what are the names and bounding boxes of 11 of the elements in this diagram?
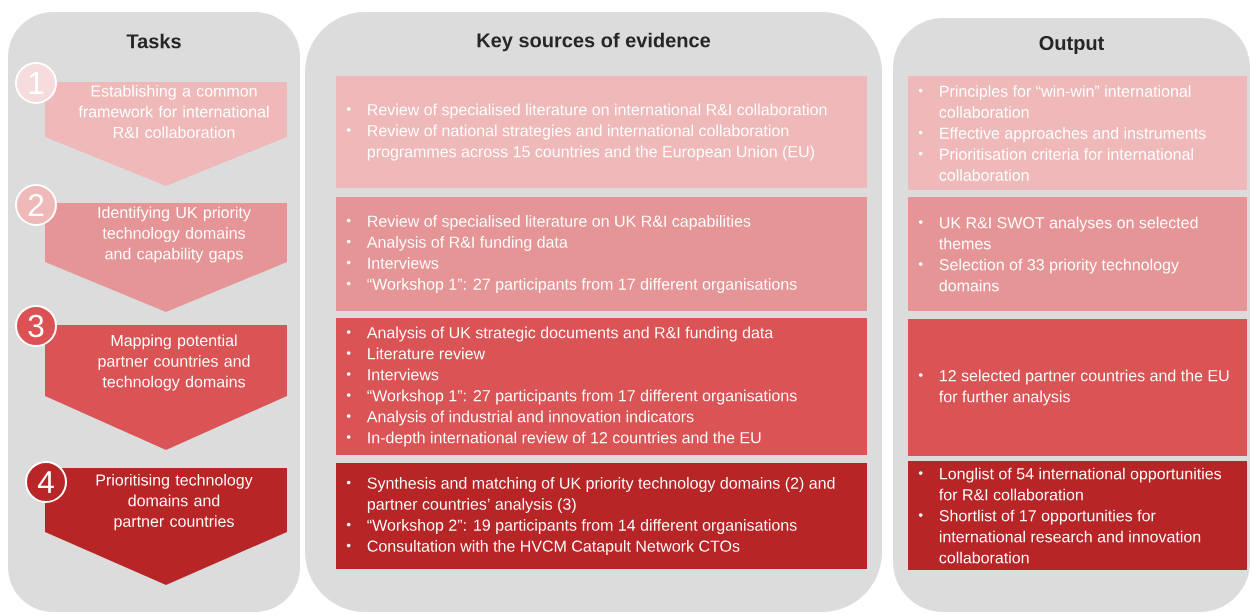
evidence-box: UK R&I SWOT analyses on selected themes Selection of 33 priority technology domains: [908, 197, 1247, 311]
chevron: Establishing a common framework for international R&I collaboration: [45, 82, 287, 186]
chevron: Identifying UK priority technology domains and capability gaps: [45, 203, 287, 312]
evidence-box: Analysis of UK strategic documents and R&I funding data Literature review Interviews “Workshop 1”: 27 participants from 17 different organisations Analysis of industrial and innovation indicators In-depth international review of 12 countries and the EU: [336, 318, 867, 455]
evidence-box: Review of specialised literature on UK R&I capabilities Analysis of R&I funding data Interviews “Workshop 1”: 27 participants from 17 different organisations: [336, 197, 867, 311]
evidence-box: Principles for “win-win” international collaboration Effective approaches and instruments Prioritisation criteria for international collaboration: [908, 76, 1247, 190]
evidence-box: Longlist of 54 international opportunities for R&I collaboration Shortlist of 17 opportunities for international research and innovation collaboration: [908, 461, 1247, 570]
chevron: Mapping potential partner countries and technology domains: [45, 325, 287, 450]
evidence-box: 12 selected partner countries and the EU for further analysis: [908, 319, 1247, 456]
evidence-box: Review of specialised literature on international R&I collaboration Review of national strategies and international collaboration programmes across 15 countries and the European Union (EU): [336, 76, 867, 188]
evidence-box: Synthesis and matching of UK priority technology domains (2) and partner countries’ analysis (3) “Workshop 2”: 19 participants from 14 different organisations Consultation with the HVCM Catapult Network CTOs: [336, 463, 867, 569]
